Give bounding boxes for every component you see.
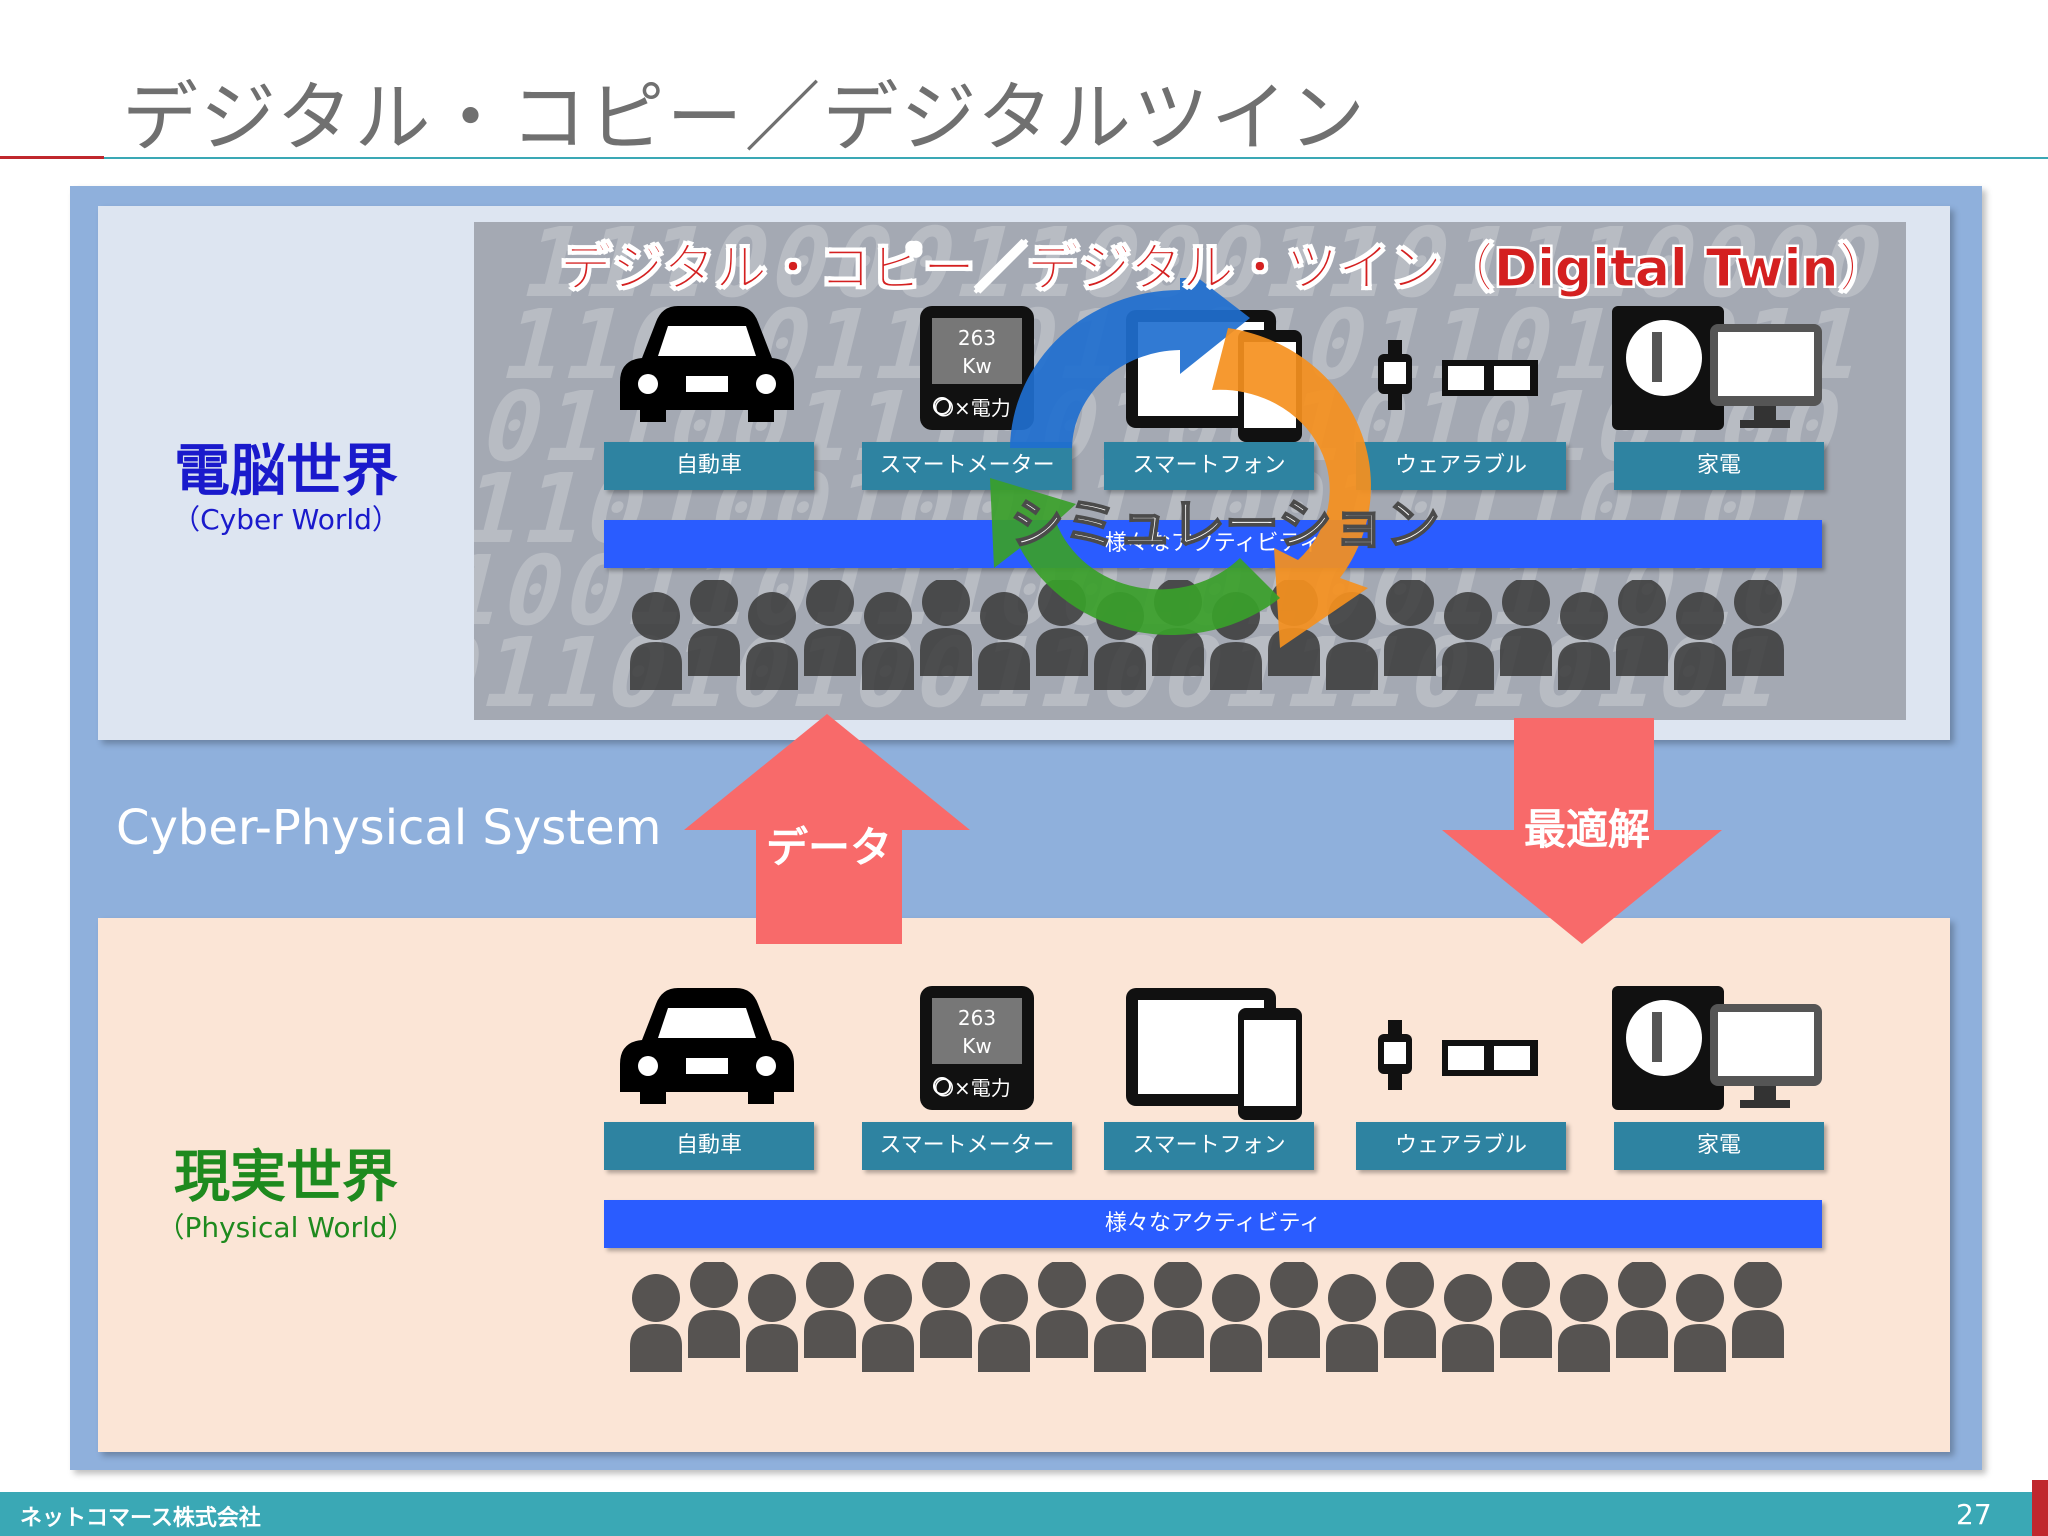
simulation-label: シミュレーション: [1009, 492, 1441, 557]
appliance-icon: [1612, 306, 1826, 438]
physical-label-wearable: ウェアラブル: [1356, 1122, 1566, 1170]
wearable-icon: [1376, 340, 1540, 414]
digital-twin-heading: デジタル・コピー／デジタル・ツイン（Digital Twin）: [559, 239, 1891, 300]
physical-activity-bar: 様々なアクティビティ: [604, 1200, 1822, 1248]
physical-label-smartphone: スマートフォン: [1104, 1122, 1314, 1170]
cps-label: Cyber-Physical System: [116, 800, 662, 856]
physical-label-appliance: 家電: [1614, 1122, 1824, 1170]
cyber-world-title: 電脳世界: [174, 439, 398, 504]
meter-value: 263: [957, 1006, 997, 1030]
slide-title: デジタル・コピー／デジタルツイン: [122, 73, 1367, 162]
smart-meter-icon: 263 Kw 〇×電力: [920, 986, 1034, 1114]
title-rule-accent: [0, 156, 104, 159]
title-rule: [104, 157, 2048, 159]
smart-meter-icon: 263 Kw 〇×電力: [920, 306, 1034, 434]
meter-unit: Kw: [962, 354, 992, 378]
cyber-label-smart-meter: スマートメーター: [862, 442, 1072, 490]
meter-caption: 〇×電力: [934, 396, 1011, 420]
cyber-label-appliance: 家電: [1614, 442, 1824, 490]
physical-world-subtitle: （Physical World）: [156, 1211, 416, 1244]
cyber-world-subtitle: （Cyber World）: [172, 503, 400, 536]
data-up-arrow-icon: [684, 714, 970, 944]
car-icon: [616, 984, 798, 1116]
footer-company: ネットコマース株式会社: [20, 1506, 261, 1531]
meter-value: 263: [957, 326, 997, 350]
cyber-activity-bar: 様々なアクティビティ: [604, 520, 1822, 568]
physical-label-car: 自動車: [604, 1122, 814, 1170]
footer-bar: [0, 1492, 2048, 1536]
wearable-icon: [1376, 1020, 1540, 1094]
smartphone-tablet-icon: [1126, 984, 1308, 1124]
physical-label-smart-meter: スマートメーター: [862, 1122, 1072, 1170]
data-arrow-label: データ: [766, 823, 893, 872]
physical-people-icon: [630, 1262, 1784, 1372]
physical-world-title: 現実世界: [174, 1145, 398, 1210]
meter-unit: Kw: [962, 1034, 992, 1058]
cyber-label-wearable: ウェアラブル: [1356, 442, 1566, 490]
cycle-arrows-icon: [990, 278, 1371, 648]
footer-accent: [2032, 1480, 2048, 1536]
appliance-icon: [1612, 986, 1826, 1118]
optimal-arrow-label: 最適解: [1524, 805, 1651, 854]
meter-caption: 〇×電力: [934, 1076, 1011, 1100]
car-icon: [616, 302, 798, 434]
optimal-down-arrow-icon: [1442, 718, 1722, 944]
cyber-label-smartphone: スマートフォン: [1104, 442, 1314, 490]
cyber-label-car: 自動車: [604, 442, 814, 490]
page-number: 27: [1956, 1498, 1992, 1531]
